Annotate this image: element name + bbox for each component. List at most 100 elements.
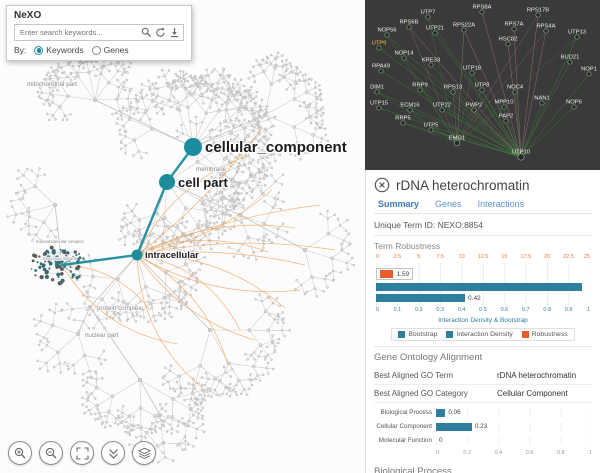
radio-selected-icon <box>34 45 44 55</box>
tree-orange-edges <box>61 127 336 391</box>
svg-text:UTP8: UTP8 <box>475 83 490 89</box>
axis-tick: 0 <box>376 307 380 313</box>
network-node[interactable]: UTP8 <box>475 83 490 93</box>
network-node[interactable]: PAP2 <box>499 114 513 124</box>
network-node[interactable]: RRP5 <box>395 116 411 126</box>
download-icon[interactable] <box>169 27 180 38</box>
zoom-out-button[interactable] <box>39 441 63 465</box>
radio-genes[interactable]: Genes <box>91 45 129 55</box>
radio-keywords[interactable]: Keywords <box>34 45 84 55</box>
network-node[interactable]: PWP2 <box>466 103 482 113</box>
legend-item[interactable]: Robustness <box>521 331 568 338</box>
tab-genes[interactable]: Genes <box>435 199 462 209</box>
radio-unselected-icon <box>91 45 101 55</box>
fit-to-window-button[interactable] <box>70 441 94 465</box>
svg-text:HSC82: HSC82 <box>499 37 518 43</box>
layers-button[interactable] <box>132 441 156 465</box>
tree-node-intracellular[interactable] <box>131 249 143 261</box>
axis-tick: 0.8 <box>556 450 565 456</box>
collapse-icon <box>108 448 118 459</box>
network-node[interactable]: MPP10 <box>494 100 514 110</box>
legend-item[interactable]: Bootstrap <box>398 331 437 338</box>
network-node[interactable]: RPS4A <box>536 24 556 34</box>
network-node[interactable]: NOP6 <box>566 100 582 110</box>
axis-tick: 0.9 <box>564 307 573 313</box>
network-node[interactable]: BUD21 <box>561 55 580 65</box>
network-node[interactable]: RPS8A <box>472 5 492 15</box>
tree-cluster[interactable] <box>30 245 85 286</box>
network-node[interactable]: UTP18 <box>463 66 481 76</box>
axis-tick: 1 <box>588 450 592 456</box>
network-node[interactable]: UTP10 <box>512 150 530 161</box>
network-node[interactable]: UTP15 <box>370 101 388 111</box>
network-node[interactable]: UTP5 <box>424 123 439 133</box>
network-node[interactable]: ECM16 <box>400 103 420 113</box>
network-node[interactable]: NAN1 <box>534 96 550 106</box>
svg-text:cellular_component: cellular_component <box>205 139 347 156</box>
network-node[interactable]: UTP21 <box>426 26 444 36</box>
svg-text:UTP18: UTP18 <box>463 66 481 72</box>
go-chart-value: 0.06 <box>448 409 461 416</box>
svg-text:intracellular: intracellular <box>145 250 199 261</box>
network-node[interactable]: RRP9 <box>412 83 428 93</box>
go-chart-value: 0 <box>439 437 443 444</box>
svg-text:UTP10: UTP10 <box>512 150 530 156</box>
network-node[interactable]: HSC82 <box>499 37 518 47</box>
legend-item[interactable]: Interaction Density <box>446 331 513 338</box>
network-node[interactable]: RPS7A <box>504 22 524 32</box>
svg-text:cell part: cell part <box>178 175 229 190</box>
search-input[interactable] <box>18 27 138 38</box>
svg-text:NOP14: NOP14 <box>394 51 414 57</box>
collapse-button[interactable] <box>101 441 125 465</box>
network-node[interactable]: NOP56 <box>377 28 397 38</box>
close-button[interactable] <box>374 177 390 193</box>
tree-node-cell-part[interactable] <box>159 174 175 190</box>
network-node[interactable]: EMG1 <box>449 136 465 147</box>
network-node[interactable]: RPA49 <box>372 64 390 74</box>
network-node[interactable]: UTP7 <box>421 10 436 20</box>
axis-tick: 17.5 <box>520 254 532 260</box>
network-node[interactable]: RPS17B <box>527 8 549 18</box>
search-icon[interactable] <box>141 27 152 38</box>
zoom-in-icon <box>14 447 25 458</box>
network-node[interactable]: RPS13 <box>444 85 462 95</box>
legend-swatch <box>398 331 406 338</box>
svg-text:NOP56: NOP56 <box>377 28 396 34</box>
axis-tick: 0.4 <box>457 307 466 313</box>
svg-text:UTP5: UTP5 <box>424 123 439 129</box>
network-node[interactable]: UTP13 <box>568 30 586 40</box>
network-node[interactable]: RPS22A <box>453 23 475 33</box>
zoom-out-icon <box>45 447 56 458</box>
close-icon <box>374 177 390 193</box>
svg-text:PAP2: PAP2 <box>499 114 513 120</box>
network-node[interactable]: DIM1 <box>370 85 384 95</box>
tab-interactions[interactable]: Interactions <box>477 199 525 209</box>
network-node[interactable]: RPS6B <box>399 20 419 30</box>
network-node[interactable]: UTP9 <box>372 41 387 51</box>
network-node[interactable]: NOP14 <box>394 51 414 61</box>
svg-text:RPS7A: RPS7A <box>504 22 523 28</box>
zoom-in-button[interactable] <box>8 441 32 465</box>
axis-tick: 7.5 <box>436 254 445 260</box>
network-node[interactable]: KRE33 <box>422 58 440 68</box>
reset-icon[interactable] <box>155 27 166 38</box>
search-box <box>14 24 184 41</box>
bar-interaction-density: 0.42 <box>376 294 590 302</box>
svg-text:NOC4: NOC4 <box>507 85 524 91</box>
network-node[interactable]: UTP22 <box>433 103 451 113</box>
tab-summary[interactable]: Summary <box>378 199 420 209</box>
network-node[interactable]: NOC4 <box>507 85 524 95</box>
layers-icon <box>137 447 151 459</box>
network-node[interactable]: NOP1 <box>581 67 597 77</box>
tree-node-cellular-component[interactable] <box>184 138 202 156</box>
